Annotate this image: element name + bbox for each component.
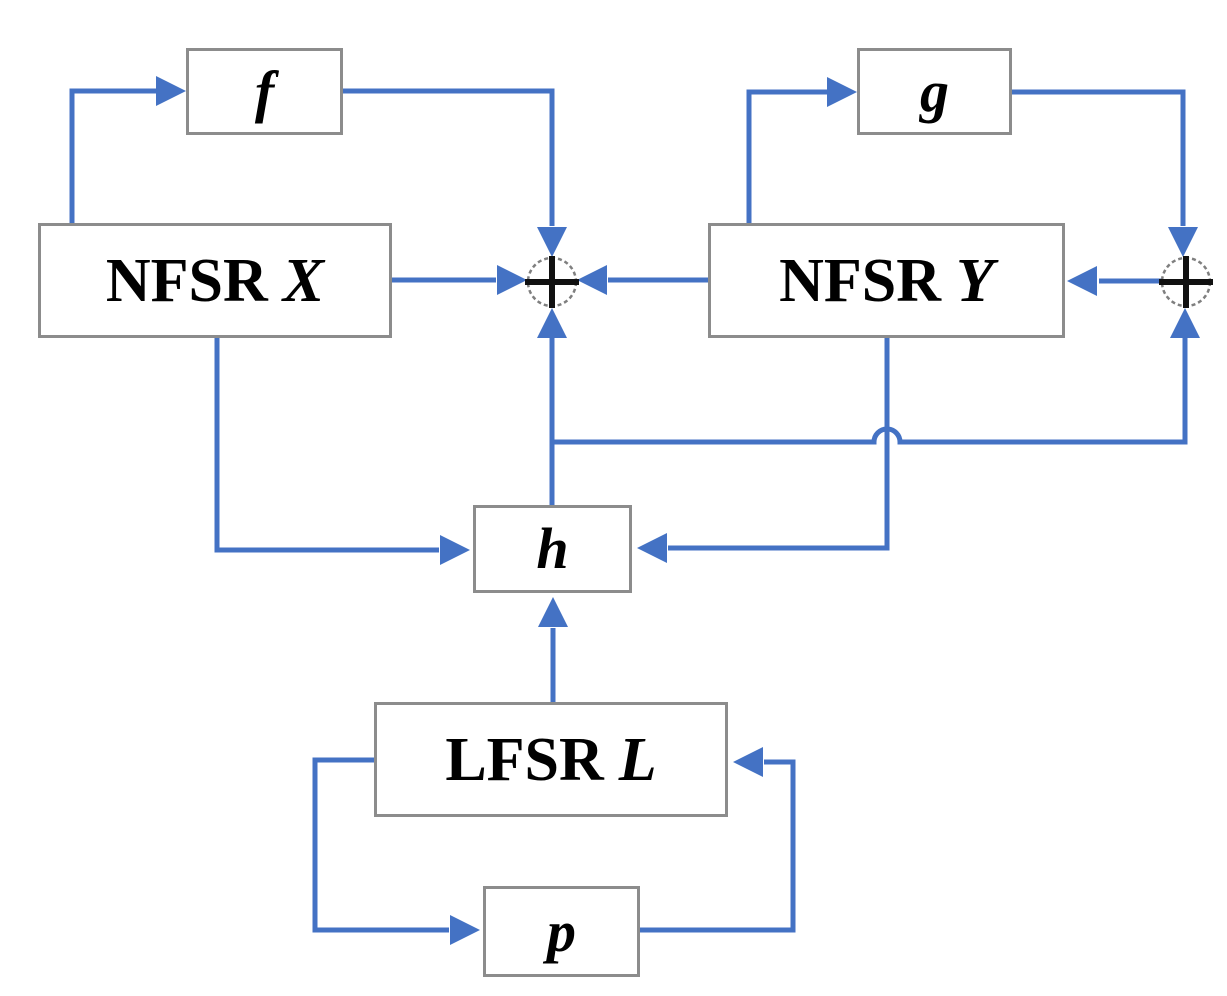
arrowhead-into-xor-center-left [497, 265, 527, 295]
arrowhead-into-h-right [637, 533, 667, 563]
xor-center-gate [525, 256, 579, 308]
arrowhead-into-f [156, 76, 186, 106]
arrowhead-into-h-bottom [538, 597, 568, 627]
xor-center-cross-icon [525, 256, 579, 308]
arrowhead-into-xor-center-right [577, 265, 607, 295]
xor-right-cross-icon [1159, 256, 1213, 308]
edge-h-to-xor-right [552, 338, 1188, 445]
edge-g-to-xor-right [1012, 89, 1186, 226]
edge-f-to-xor-center [343, 88, 555, 226]
arrowhead-into-xor-center-bottom [537, 308, 567, 338]
nfsr-x-suffix: X [282, 246, 325, 315]
f-label: f [254, 58, 275, 124]
arrowhead-into-xor-right-top [1168, 227, 1198, 257]
edge-lfsrl-to-p [312, 757, 449, 933]
arrowhead-into-nfsry [1067, 266, 1097, 296]
function-box-f: f [186, 48, 343, 135]
arrowhead-into-xor-center-top [537, 227, 567, 257]
nfsr-x-prefix: NFSR [105, 246, 268, 315]
arrowhead-into-g [827, 77, 857, 107]
edge-nfsry-to-h [668, 338, 890, 551]
edge-p-to-lfsrl [640, 759, 796, 933]
lfsr-l-suffix: L [618, 725, 657, 794]
h-label: h [536, 516, 569, 581]
arrowhead-into-h-left [440, 535, 470, 565]
arrowhead-into-p [450, 915, 480, 945]
lfsr-l-prefix: LFSR [445, 725, 604, 794]
function-box-g: g [857, 48, 1012, 135]
edge-nfsrx-to-h [214, 338, 439, 553]
g-label: g [920, 58, 949, 124]
nfsr-y-suffix: Y [956, 246, 994, 315]
function-box-p: p [483, 886, 640, 977]
xor-right-gate [1159, 256, 1213, 308]
arrowhead-into-lfsrl [733, 747, 763, 777]
nfsr-y-prefix: NFSR [779, 246, 942, 315]
function-box-h: h [473, 505, 632, 593]
edge-nfsrx-to-f [69, 88, 156, 223]
edge-nfsry-to-g [746, 89, 827, 223]
p-label: p [547, 898, 576, 964]
arrowhead-into-xor-right-bottom [1170, 308, 1200, 338]
